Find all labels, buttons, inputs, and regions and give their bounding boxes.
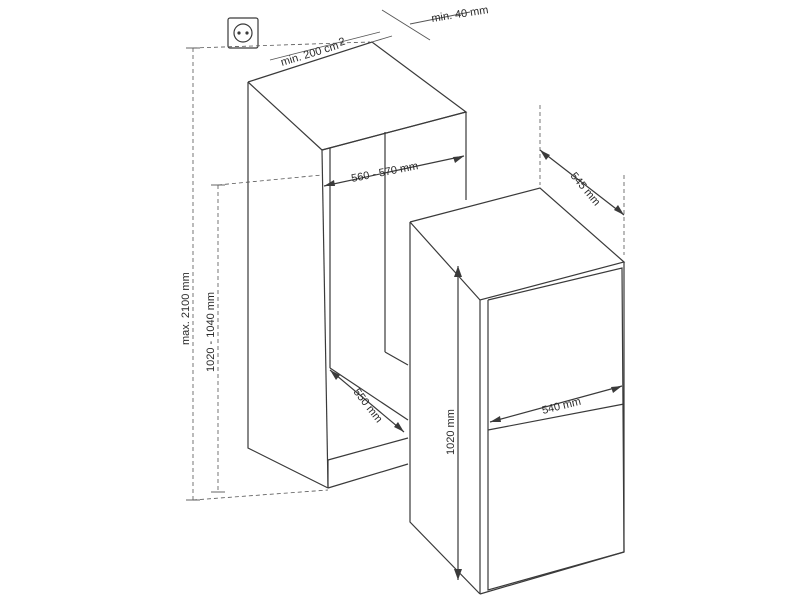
cabinet-niche [247,35,468,489]
label-max-height: max. 2100 mm [180,272,192,345]
label-appliance-height: 1020 mm [445,409,457,455]
appliance [409,187,626,595]
label-min-gap: min. 40 mm [431,4,490,25]
label-min-vent-area-sup: 2 [337,36,346,49]
label-niche-height: 1020 - 1040 mm [205,292,217,372]
label-appliance-depth: 545 mm [568,170,603,208]
label-min-vent-area: min. 200 cm [279,40,340,69]
label-niche-depth: 550 mm [351,386,385,425]
dimension-lines [186,9,625,580]
power-socket-icon [227,17,259,49]
